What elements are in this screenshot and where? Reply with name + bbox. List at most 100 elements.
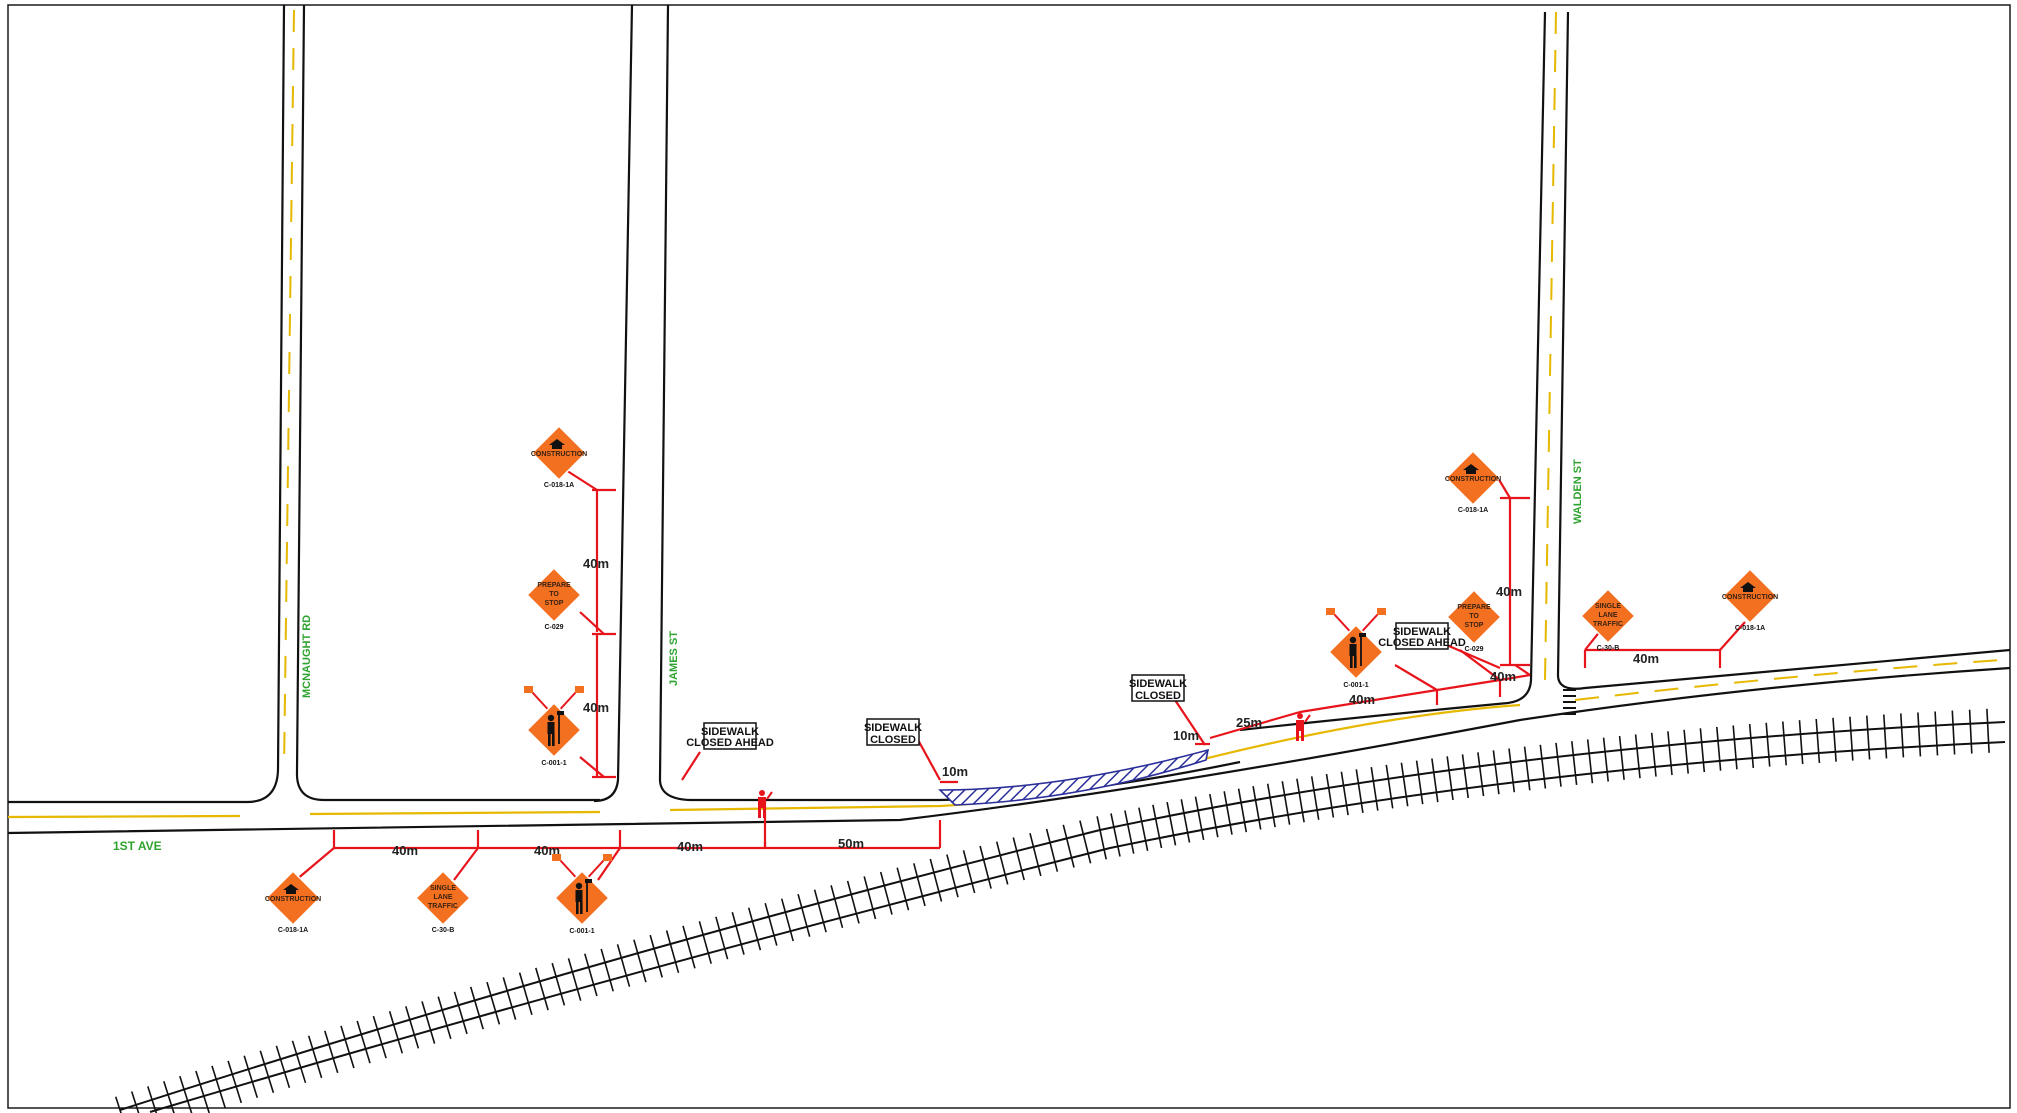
sign-text: CONSTRUCTION bbox=[1445, 476, 1501, 483]
sign-text-line2: LANE bbox=[433, 894, 452, 901]
railway-tie bbox=[1986, 708, 1990, 753]
sign-text: CONSTRUCTION bbox=[265, 896, 321, 903]
railway-tie bbox=[1355, 769, 1364, 814]
railway-tie bbox=[179, 1075, 193, 1113]
flagger-person-east bbox=[1295, 712, 1311, 742]
railway-tie bbox=[1029, 833, 1042, 877]
sidewalk-sign-line2: CLOSED bbox=[870, 734, 916, 746]
railway-tie bbox=[979, 845, 992, 889]
railway-tie bbox=[291, 1040, 307, 1084]
walden-st-centerline bbox=[1544, 11, 1557, 681]
railway-tie bbox=[1765, 722, 1771, 767]
sign-text-line2: TO bbox=[1469, 613, 1479, 620]
work-zone-hatch bbox=[938, 748, 1210, 806]
railway-tie bbox=[1340, 771, 1349, 816]
railway-tie bbox=[1634, 734, 1641, 779]
dimension-lines bbox=[295, 464, 1746, 881]
railway-tie bbox=[913, 863, 926, 907]
railway-tie bbox=[747, 907, 762, 951]
railway-tie bbox=[388, 1010, 404, 1054]
street-label-walden-st: WALDEN ST bbox=[1572, 459, 1584, 524]
railway-tie bbox=[764, 902, 778, 946]
sign-code: C-018-1A bbox=[1735, 625, 1765, 632]
railway-tie bbox=[1180, 799, 1191, 843]
railway-tie bbox=[195, 1070, 210, 1113]
railway-tie bbox=[813, 889, 827, 933]
sign-code: C-001-1 bbox=[569, 928, 594, 935]
sign-code: C-30-B bbox=[1597, 645, 1620, 652]
sidewalk-closed-sign-east: SIDEWALK CLOSED bbox=[1129, 674, 1187, 702]
railway-tie bbox=[1310, 776, 1320, 820]
railway-tie bbox=[486, 981, 501, 1025]
railway-tie bbox=[1138, 807, 1149, 851]
railway-tie bbox=[1748, 724, 1755, 768]
dim-first-ave-c: 40m bbox=[677, 839, 703, 854]
railway-tie bbox=[130, 1091, 140, 1113]
construction-sign-james: CONSTRUCTION C-018-1A bbox=[531, 425, 587, 489]
sign-code: C-018-1A bbox=[1458, 507, 1488, 514]
flagger-icon bbox=[1328, 624, 1384, 680]
mcnaught-rd-road bbox=[8, 4, 600, 804]
railway-tie bbox=[227, 1060, 243, 1104]
dim-first-ave-a: 40m bbox=[392, 843, 418, 858]
railway-tie bbox=[1385, 764, 1394, 809]
railway-tie bbox=[1370, 766, 1379, 811]
sidewalk-closed-sign-west: SIDEWALK CLOSED bbox=[864, 718, 922, 746]
railway-tie bbox=[1951, 710, 1956, 755]
sidewalk-sign-line1: SIDEWALK bbox=[1129, 678, 1187, 690]
railway-tie bbox=[469, 986, 484, 1030]
sidewalk-closed-ahead-sign-james: SIDEWALK CLOSED AHEAD bbox=[686, 722, 774, 750]
railway-tie bbox=[633, 939, 647, 983]
railway-tie bbox=[551, 962, 566, 1006]
sign-text-line1: PREPARE bbox=[1457, 604, 1491, 611]
railway-tie bbox=[1209, 793, 1219, 838]
railway-tie bbox=[846, 880, 860, 924]
street-label-james-st: JAMES ST bbox=[668, 631, 680, 686]
prepare-to-stop-sign-east: PREPARE TO STOP C-029 bbox=[1446, 589, 1502, 653]
sign-text: CONSTRUCTION bbox=[1722, 594, 1778, 601]
railway-tie bbox=[1012, 837, 1025, 881]
railway-tie bbox=[567, 958, 582, 1001]
dim-east-b: 40m bbox=[1490, 669, 1516, 684]
railway-tie bbox=[535, 967, 549, 1011]
railway-tie bbox=[1431, 758, 1439, 803]
railway-tie bbox=[1832, 717, 1837, 762]
sidewalk-closed-ahead-sign-east: SIDEWALK CLOSED AHEAD bbox=[1378, 622, 1466, 650]
railway-tie bbox=[1917, 712, 1922, 757]
railway-tie bbox=[1266, 783, 1276, 828]
dim-walden-east: 40m bbox=[1633, 651, 1659, 666]
flagger-sign-east: C-001-1 bbox=[1326, 608, 1386, 689]
railway-tie bbox=[518, 972, 533, 1016]
railway-tie bbox=[1400, 762, 1409, 807]
railway-tie bbox=[584, 953, 598, 997]
sidewalk-sign-line2: CLOSED bbox=[1135, 690, 1181, 702]
railway-tie bbox=[698, 921, 712, 964]
railway-tie bbox=[1849, 716, 1854, 761]
railway-tie bbox=[1045, 828, 1059, 872]
railway-tie bbox=[1900, 713, 1905, 758]
railway-tie bbox=[1602, 737, 1609, 782]
railway-tie bbox=[1934, 711, 1939, 756]
railway-tie bbox=[1152, 804, 1163, 849]
railway-tie bbox=[1062, 824, 1075, 868]
railway-tie bbox=[324, 1030, 339, 1074]
railway-tie bbox=[1523, 746, 1531, 791]
railway-tie bbox=[1798, 720, 1804, 765]
construction-sign-walden: CONSTRUCTION C-018-1A bbox=[1445, 450, 1501, 514]
drawing-frame bbox=[7, 4, 2011, 1109]
flagger-icon bbox=[526, 702, 582, 758]
flagger-person-first-ave bbox=[757, 789, 773, 819]
mcnaught-rd-centerline bbox=[283, 9, 295, 771]
railway-tie bbox=[1539, 744, 1547, 789]
sign-code: C-001-1 bbox=[541, 760, 566, 767]
railway-tie bbox=[1968, 709, 1973, 754]
railway-tie bbox=[682, 925, 696, 969]
railway-tie bbox=[665, 930, 680, 974]
railway-tie bbox=[1571, 741, 1578, 785]
railway-tie bbox=[780, 898, 794, 942]
railway-tie bbox=[1883, 714, 1888, 759]
sign-code: C-029 bbox=[544, 624, 563, 631]
railway-tie bbox=[995, 841, 1009, 885]
railway-tie bbox=[1866, 715, 1871, 760]
